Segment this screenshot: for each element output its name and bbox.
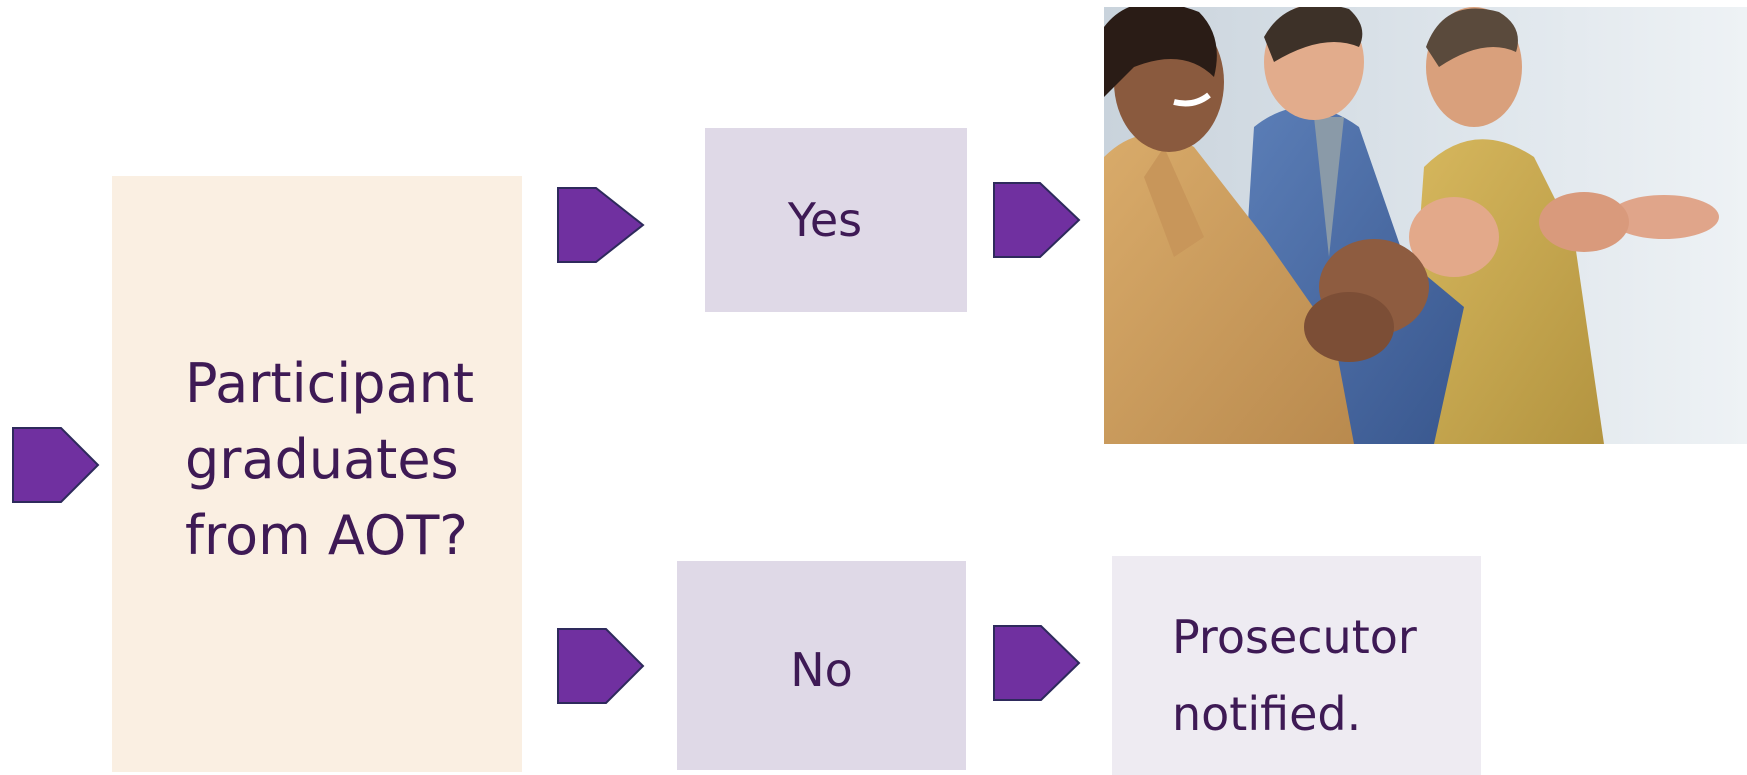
decision-question: Participant graduates from AOT? (185, 352, 475, 567)
prosecutor-outcome-text: Prosecutor notified. (1172, 610, 1417, 741)
yes-label: Yes (787, 193, 863, 247)
no-arrow-icon (557, 628, 645, 704)
yes-arrow-icon (557, 187, 645, 263)
no-label: No (790, 642, 853, 697)
no-outcome-arrow-icon (993, 625, 1081, 701)
yes-box: Yes (705, 128, 967, 312)
decision-box: Participant graduates from AOT? (112, 176, 522, 772)
entry-arrow-icon (12, 427, 100, 503)
yes-outcome-arrow-icon (993, 182, 1081, 258)
prosecutor-outcome-box: Prosecutor notified. (1112, 556, 1481, 775)
no-box: No (677, 561, 966, 770)
applauding-people-photo (1104, 7, 1747, 444)
